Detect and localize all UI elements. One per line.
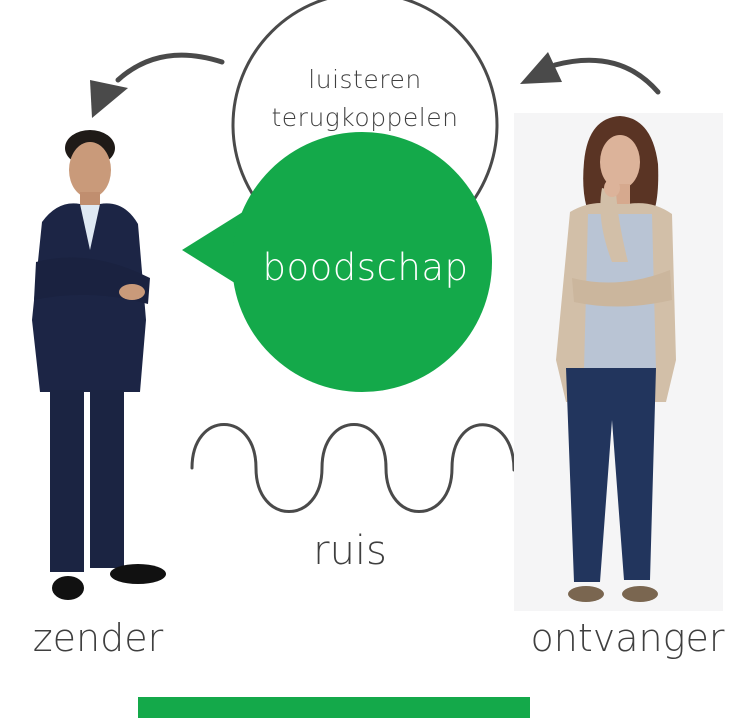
receiver-person-image [556,116,676,602]
message-speech-bubble [182,132,492,392]
sender-label: zender [32,616,164,660]
receiver-label: ontvanger [530,616,725,660]
noise-wave-icon [190,423,516,513]
message-label: boodschap [262,246,469,289]
arrow-from-receiver-icon [520,52,661,95]
feedback-listen-label: luisteren [308,65,422,94]
noise-label: ruis [313,528,387,574]
feedback-label: terugkoppelen [271,103,459,132]
accent-bar [138,697,530,718]
arrow-to-sender-icon [90,52,225,118]
sender-person-image [32,130,166,600]
